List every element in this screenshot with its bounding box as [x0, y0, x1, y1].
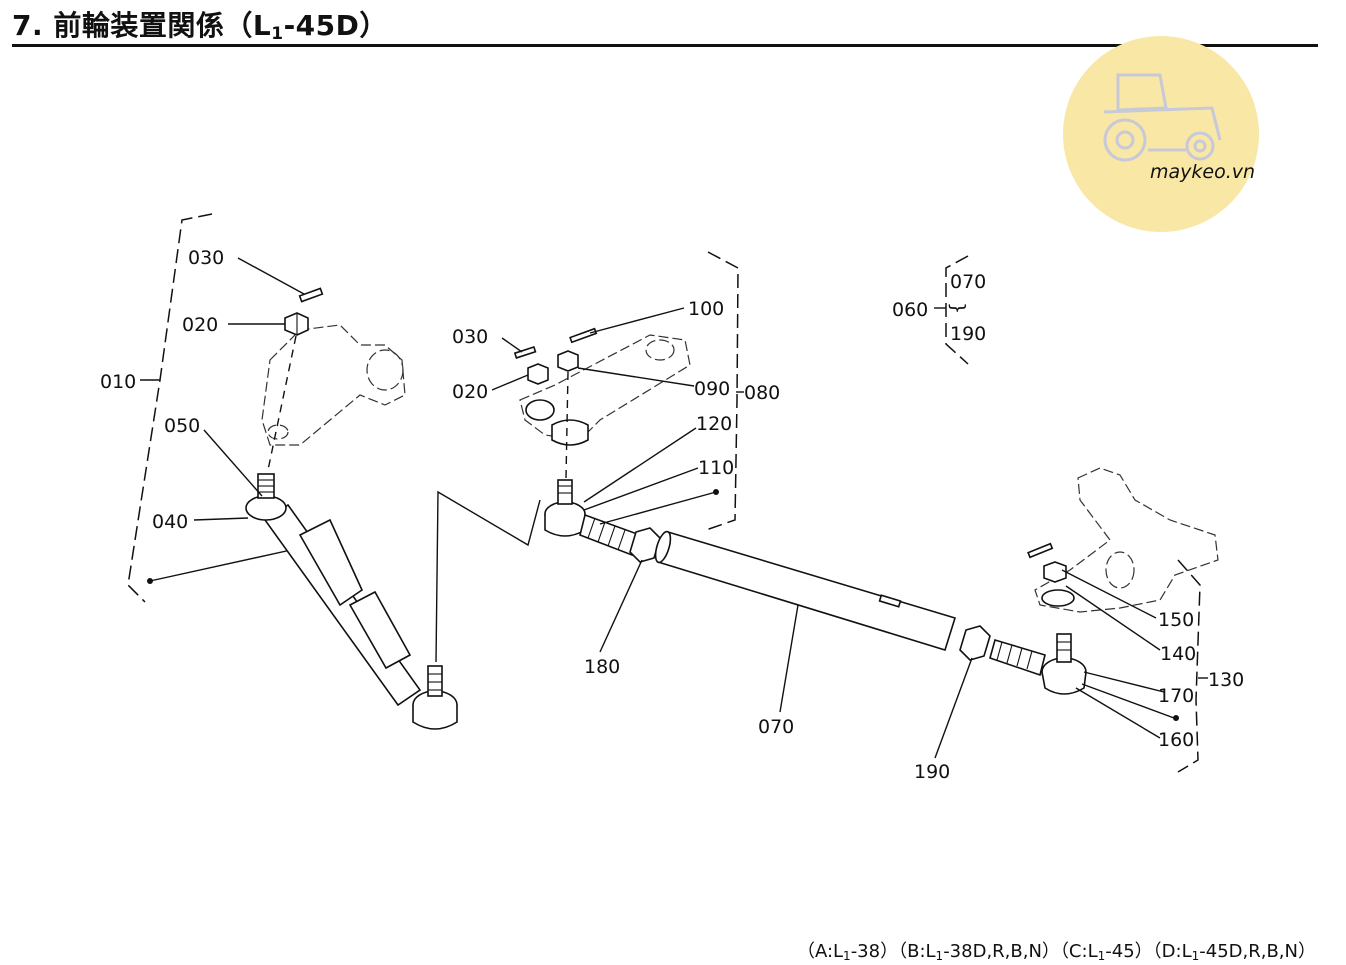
axis-mid	[565, 371, 569, 479]
leader-020b	[491, 374, 529, 391]
callout-130: 130	[1208, 669, 1244, 691]
leader-dot	[147, 578, 153, 584]
legend-b-tail: -38D,R,B,N）	[943, 941, 1060, 962]
leader-dot	[1173, 715, 1179, 721]
title-tail: -45D）	[283, 9, 388, 42]
legend-c-tail: -45）	[1105, 941, 1153, 962]
callout-100: 100	[688, 298, 724, 320]
castle-nut-mid-b	[557, 350, 579, 372]
tie-rod-end-right	[989, 633, 1087, 695]
legend-d: （D:L	[1152, 941, 1192, 962]
model-legend: （A:L1-38）（B:L1-38D,R,B,N）（C:L1-45）（D:L1-…	[797, 937, 1316, 963]
callout-080: 080	[744, 382, 780, 404]
callout-060-from: 070	[950, 271, 986, 293]
cotter-pin-mid-b	[569, 327, 598, 344]
callout-090: 090	[694, 378, 730, 400]
leader-140	[1065, 585, 1161, 651]
leader-100	[589, 307, 685, 334]
bracket-060	[945, 255, 969, 365]
legend-a: （A:L	[796, 941, 844, 962]
tie-rod-tube	[654, 530, 957, 651]
leader-160	[1075, 687, 1161, 739]
title-underline	[12, 44, 1318, 47]
leader-090	[577, 367, 695, 387]
callout-070: 070	[758, 716, 794, 738]
drag-link	[245, 473, 458, 730]
knuckle-arm-right	[1034, 467, 1219, 613]
leader-180	[599, 559, 643, 653]
leader-120	[583, 427, 697, 503]
cotter-pin-mid-a	[513, 345, 537, 359]
leader-150	[1061, 569, 1157, 619]
callout-050: 050	[164, 415, 200, 437]
center-arm	[519, 334, 691, 446]
callout-110: 110	[698, 457, 734, 479]
leader-170-dot	[1081, 683, 1175, 719]
callout-150: 150	[1158, 609, 1194, 631]
callout-020-mid: 020	[452, 381, 488, 403]
callout-170: 170	[1158, 685, 1194, 707]
castle-nut-mid-a	[527, 363, 549, 385]
leader-030a	[237, 257, 305, 295]
legend-d-sub: 1	[1191, 949, 1200, 963]
leader-070	[779, 604, 799, 713]
bracket-080	[705, 251, 739, 531]
lock-nut-180	[629, 527, 661, 563]
callout-060-tilde: }	[947, 302, 969, 314]
legend-a-sub: 1	[843, 949, 851, 963]
title-main: 7. 前輪装置関係（L	[12, 9, 272, 42]
callout-140: 140	[1160, 643, 1196, 665]
leader-040	[193, 517, 249, 521]
connector-line	[435, 490, 541, 663]
callout-030-mid: 030	[452, 326, 488, 348]
legend-c-sub: 1	[1097, 949, 1106, 963]
legend-a-tail: -38）	[850, 941, 899, 962]
leader-110	[583, 467, 699, 511]
legend-c: （C:L	[1059, 941, 1098, 962]
cotter-pin-right	[1027, 542, 1054, 559]
legend-b-sub: 1	[935, 949, 944, 963]
callout-180: 180	[584, 656, 620, 678]
legend-b: （B:L	[898, 941, 936, 962]
callout-120: 120	[696, 413, 732, 435]
lock-nut-190	[959, 625, 991, 661]
title-subscript: 1	[271, 24, 284, 44]
leader-030b	[501, 337, 523, 353]
callout-010: 010	[100, 371, 136, 393]
pitman-arm-left	[261, 324, 406, 446]
callout-190: 190	[914, 761, 950, 783]
callout-060-to: 190	[950, 323, 986, 345]
leader-190	[934, 657, 973, 759]
page-title: 7. 前輪装置関係（L1-45D）	[12, 4, 388, 44]
leader-050	[203, 429, 263, 497]
callout-030-left: 030	[188, 247, 224, 269]
leader-110-dot	[599, 491, 717, 525]
watermark-text: maykeo.vn	[1150, 161, 1255, 183]
cotter-pin-left	[298, 287, 324, 303]
leader-010-bottom	[149, 547, 301, 582]
callout-160: 160	[1158, 729, 1194, 751]
legend-d-tail: -45D,R,B,N）	[1199, 941, 1316, 962]
callout-020-left: 020	[182, 314, 218, 336]
leader-dot	[713, 489, 719, 495]
callout-060: 060	[892, 299, 928, 321]
bracket-130	[1177, 559, 1201, 773]
castle-nut-right	[1043, 561, 1067, 583]
castle-nut-left	[284, 312, 309, 336]
tractor-icon	[1103, 73, 1222, 162]
bracket-010	[127, 213, 213, 603]
axis-left	[267, 335, 297, 471]
watermark-logo: maykeo.vn	[1063, 36, 1259, 232]
leader-170	[1083, 671, 1165, 693]
callout-040: 040	[152, 511, 188, 533]
